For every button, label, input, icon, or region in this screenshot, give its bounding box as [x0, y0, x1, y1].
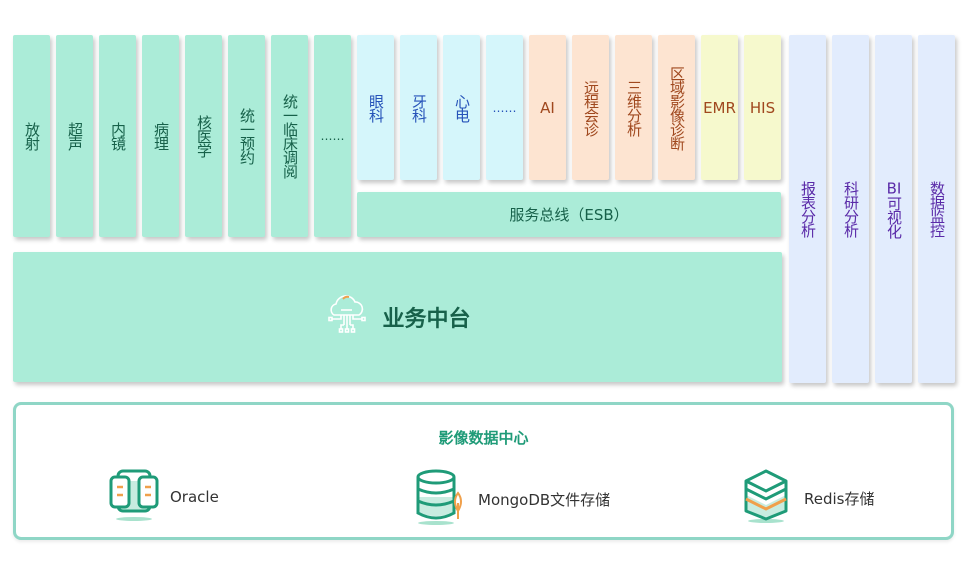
store-label: Redis存储: [804, 489, 875, 508]
analytics-bi: BI可视化: [875, 35, 912, 383]
analytics-label: BI可视化: [885, 180, 903, 238]
app-label: 远程会诊: [582, 79, 600, 136]
analytics-monitoring: 数据监控: [918, 35, 955, 383]
app-label: 区域影像诊断: [668, 65, 686, 150]
app-label: 统一预约: [238, 108, 256, 164]
app-label: 内镜: [109, 122, 127, 150]
redis-layers-icon: [740, 467, 794, 529]
app-label: 三维分析: [625, 79, 643, 136]
app-endoscopy: 内镜: [99, 35, 136, 237]
app-label: 眼科: [367, 93, 385, 122]
app-clinical-viewer: 统一临床调阅: [271, 35, 308, 237]
app-more-specialty: ……: [486, 35, 523, 180]
app-emr: EMR: [701, 35, 738, 180]
service-bus: 服务总线（ESB）: [357, 192, 781, 237]
store-redis: Redis存储: [740, 467, 874, 529]
app-pathology: 病理: [142, 35, 179, 237]
business-platform-label: 业务中台: [382, 307, 471, 332]
app-unified-booking: 统一预约: [228, 35, 265, 237]
app-label: 核医学: [195, 115, 213, 157]
data-center: 影像数据中心 Oracle: [13, 402, 954, 540]
server-database-icon: [108, 467, 160, 527]
app-label: AI: [540, 98, 555, 117]
analytics-reports: 报表分析: [789, 35, 826, 383]
mongodb-database-icon: [414, 467, 468, 531]
store-label: MongoDB文件存储: [478, 490, 611, 509]
app-label: 统一临床调阅: [281, 94, 299, 178]
app-3d-analysis: 三维分析: [615, 35, 652, 180]
app-ultrasound: 超声: [56, 35, 93, 237]
app-label: 病理: [152, 122, 170, 150]
analytics-label: 报表分析: [799, 181, 817, 237]
analytics-label: 数据监控: [928, 181, 946, 237]
app-label: 超声: [66, 122, 84, 150]
app-dental: 牙科: [400, 35, 437, 180]
data-center-title: 影像数据中心: [438, 429, 529, 447]
app-label: 心电: [453, 93, 471, 122]
service-bus-label: 服务总线（ESB）: [509, 206, 629, 224]
store-label: Oracle: [170, 488, 219, 506]
app-label: 放射: [23, 122, 41, 150]
store-oracle: Oracle: [108, 467, 219, 527]
app-ophthalmology: 眼科: [357, 35, 394, 180]
analytics-label: 科研分析: [842, 181, 860, 237]
app-label: HIS: [749, 98, 776, 117]
ellipsis: ……: [492, 100, 517, 115]
cloud-network-icon: [324, 291, 370, 343]
app-ai: AI: [529, 35, 566, 180]
app-ecg: 心电: [443, 35, 480, 180]
ellipsis: ……: [320, 129, 345, 143]
app-remote-consultation: 远程会诊: [572, 35, 609, 180]
app-more: ……: [314, 35, 351, 237]
app-his: HIS: [744, 35, 781, 180]
app-label: EMR: [703, 98, 736, 117]
app-nuclear-medicine: 核医学: [185, 35, 222, 237]
app-radiology: 放射: [13, 35, 50, 237]
app-label: 牙科: [410, 93, 428, 122]
app-regional-imaging: 区域影像诊断: [658, 35, 695, 180]
business-platform: 业务中台: [13, 252, 782, 382]
store-mongodb: MongoDB文件存储: [414, 467, 610, 531]
analytics-research: 科研分析: [832, 35, 869, 383]
